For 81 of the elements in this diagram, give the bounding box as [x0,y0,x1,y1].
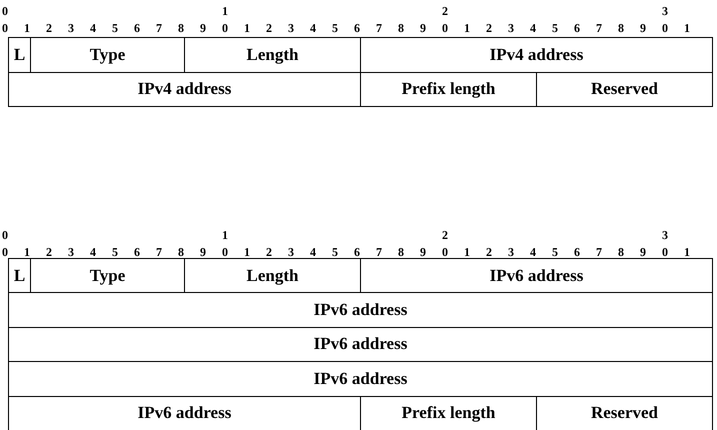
bit-number: 9 [200,245,206,259]
packet-field: IPv4 address [8,72,361,107]
bit-number: 0 [222,21,228,35]
bit-number: 4 [310,245,316,259]
bit-number: 8 [618,21,624,35]
bit-number: 9 [640,21,646,35]
bit-number: 5 [112,245,118,259]
bit-number: 2 [486,245,492,259]
bit-number: 0 [2,245,8,259]
bit-number: 2 [442,228,448,242]
bit-number: 1 [684,245,690,259]
bit-number: 9 [640,245,646,259]
bit-number: 1 [244,21,250,35]
bit-number: 5 [552,21,558,35]
bit-number: 4 [530,21,536,35]
bit-number: 5 [332,21,338,35]
bit-number: 3 [288,245,294,259]
packet-field: IPv4 address [360,37,713,72]
bit-number: 3 [662,4,668,18]
bit-number: 1 [684,21,690,35]
bit-number: 4 [90,21,96,35]
bit-number: 3 [508,21,514,35]
bit-number: 0 [2,21,8,35]
bit-number: 8 [618,245,624,259]
bit-number: 1 [244,245,250,259]
bit-number: 1 [222,228,228,242]
packet-field: IPv6 address [8,326,713,362]
bit-number: 4 [530,245,536,259]
packet-field: L [8,37,31,72]
bit-number: 5 [552,245,558,259]
bit-number: 7 [156,21,162,35]
bit-number: 2 [46,21,52,35]
bit-number: 1 [222,4,228,18]
bit-number: 7 [156,245,162,259]
bit-number: 3 [288,21,294,35]
bit-number: 9 [420,245,426,259]
bit-number: 6 [574,245,580,259]
bit-number: 0 [442,245,448,259]
bit-number: 6 [354,245,360,259]
bit-number: 4 [90,245,96,259]
packet-field: IPv6 address [360,258,713,294]
bit-number: 0 [222,245,228,259]
bit-number: 0 [442,21,448,35]
bit-number: 5 [112,21,118,35]
bit-number: 7 [596,245,602,259]
bit-number: 8 [398,245,404,259]
bit-number: 1 [24,245,30,259]
packet-field: L [8,258,31,294]
bit-number: 1 [464,245,470,259]
bit-number: 2 [442,4,448,18]
packet-field: IPv6 address [8,361,713,397]
bit-number: 7 [596,21,602,35]
bit-number: 2 [266,21,272,35]
bit-number: 1 [24,21,30,35]
bit-number: 3 [508,245,514,259]
bit-number: 1 [464,21,470,35]
bit-number: 8 [178,245,184,259]
bit-number: 3 [68,21,74,35]
bit-number: 3 [662,228,668,242]
bit-number: 0 [2,228,8,242]
bit-number: 0 [2,4,8,18]
packet-field: IPv6 address [8,292,713,328]
packet-field: Reserved [536,72,713,107]
bit-number: 0 [662,21,668,35]
bit-number: 3 [68,245,74,259]
bit-number: 8 [178,21,184,35]
bit-number: 6 [354,21,360,35]
bit-number: 7 [376,245,382,259]
bit-number: 2 [46,245,52,259]
bit-number: 7 [376,21,382,35]
bit-number: 2 [266,245,272,259]
bit-number: 6 [134,21,140,35]
bit-number: 6 [574,21,580,35]
bit-number: 5 [332,245,338,259]
bit-number: 0 [662,245,668,259]
bit-number: 9 [200,21,206,35]
bit-number: 6 [134,245,140,259]
bit-number: 4 [310,21,316,35]
bit-number: 9 [420,21,426,35]
bit-number: 8 [398,21,404,35]
bit-number: 2 [486,21,492,35]
